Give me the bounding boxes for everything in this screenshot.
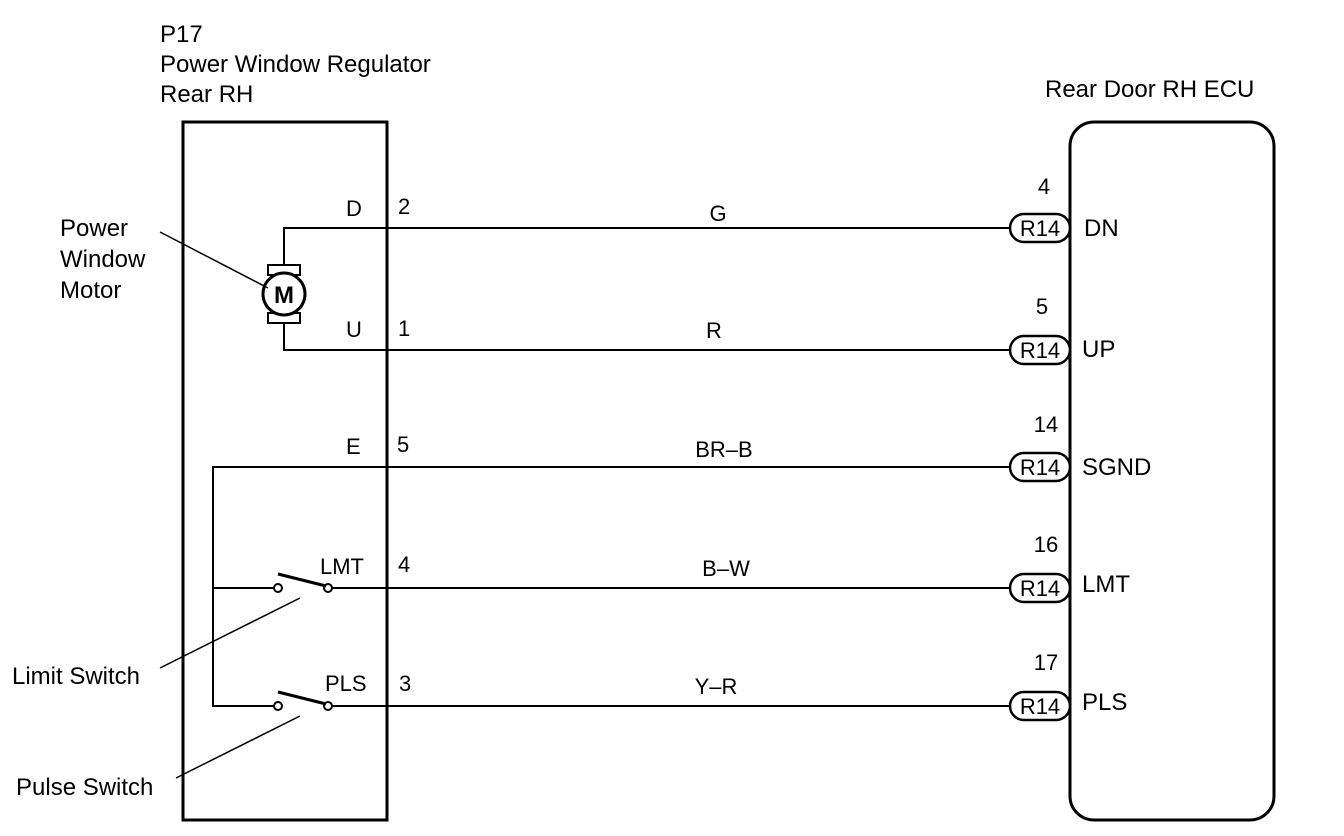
motor-symbol: M (261, 264, 307, 324)
component-code: P17 (160, 21, 203, 48)
ecu-pin-4: 4 (1038, 174, 1050, 199)
wire-color-y-r: Y–R (695, 674, 738, 699)
terminal-pls: PLS (325, 671, 367, 696)
ecu-terminal-up: UP (1082, 336, 1115, 363)
pin-4: 4 (398, 552, 410, 577)
regulator-box (181, 120, 389, 822)
pulse-switch-symbol (273, 690, 333, 711)
component-name-line1: Power Window Regulator (160, 51, 431, 78)
pulse-switch-callout: Pulse Switch (16, 774, 153, 801)
motor-callout-line3: Motor (60, 277, 121, 304)
switch-ground-wiring (212, 466, 1010, 707)
svg-text:R14: R14 (1020, 216, 1060, 241)
ecu-pin-16: 16 (1034, 532, 1058, 557)
pin-5: 5 (397, 432, 409, 457)
wire-color-r: R (706, 318, 722, 343)
svg-text:R14: R14 (1020, 455, 1060, 480)
svg-text:R14: R14 (1020, 338, 1060, 363)
motor-callout-line2: Window (60, 246, 146, 273)
ecu-terminal-sgnd: SGND (1082, 454, 1151, 481)
terminal-d: D (346, 196, 362, 221)
connector-r14-dn: R14 (1008, 212, 1072, 244)
component-name-line2: Rear RH (160, 81, 253, 108)
pin-1: 1 (398, 316, 410, 341)
terminal-lmt: LMT (320, 554, 364, 579)
terminal-e: E (346, 434, 361, 459)
limit-switch-symbol (273, 572, 333, 593)
ecu-terminal-lmt: LMT (1082, 571, 1130, 598)
connector-r14-lmt: R14 (1008, 572, 1072, 604)
motor-callout-line1: Power (60, 215, 128, 242)
svg-text:R14: R14 (1020, 694, 1060, 719)
ecu-terminal-pls: PLS (1082, 689, 1127, 716)
ecu-pin-14: 14 (1034, 412, 1058, 437)
ecu-terminal-dn: DN (1084, 215, 1119, 242)
pin-2: 2 (398, 194, 410, 219)
motor-m-label: M (274, 282, 294, 309)
pin-3: 3 (399, 671, 411, 696)
ecu-pin-5: 5 (1036, 294, 1048, 319)
connector-r14-up: R14 (1008, 334, 1072, 366)
wire-color-g: G (709, 201, 726, 226)
svg-text:R14: R14 (1020, 576, 1060, 601)
connector-r14-sgnd: R14 (1008, 451, 1072, 483)
terminal-u: U (346, 317, 362, 342)
ecu-pin-17: 17 (1034, 650, 1058, 675)
wire-color-br-b: BR–B (695, 437, 752, 462)
connector-r14-pls: R14 (1008, 690, 1072, 722)
limit-switch-callout: Limit Switch (12, 663, 140, 690)
wire-color-b-w: B–W (702, 556, 750, 581)
callout-leaders (159, 231, 301, 779)
motor-internal-wiring (283, 227, 1010, 351)
ecu-title: Rear Door RH ECU (1045, 76, 1254, 103)
